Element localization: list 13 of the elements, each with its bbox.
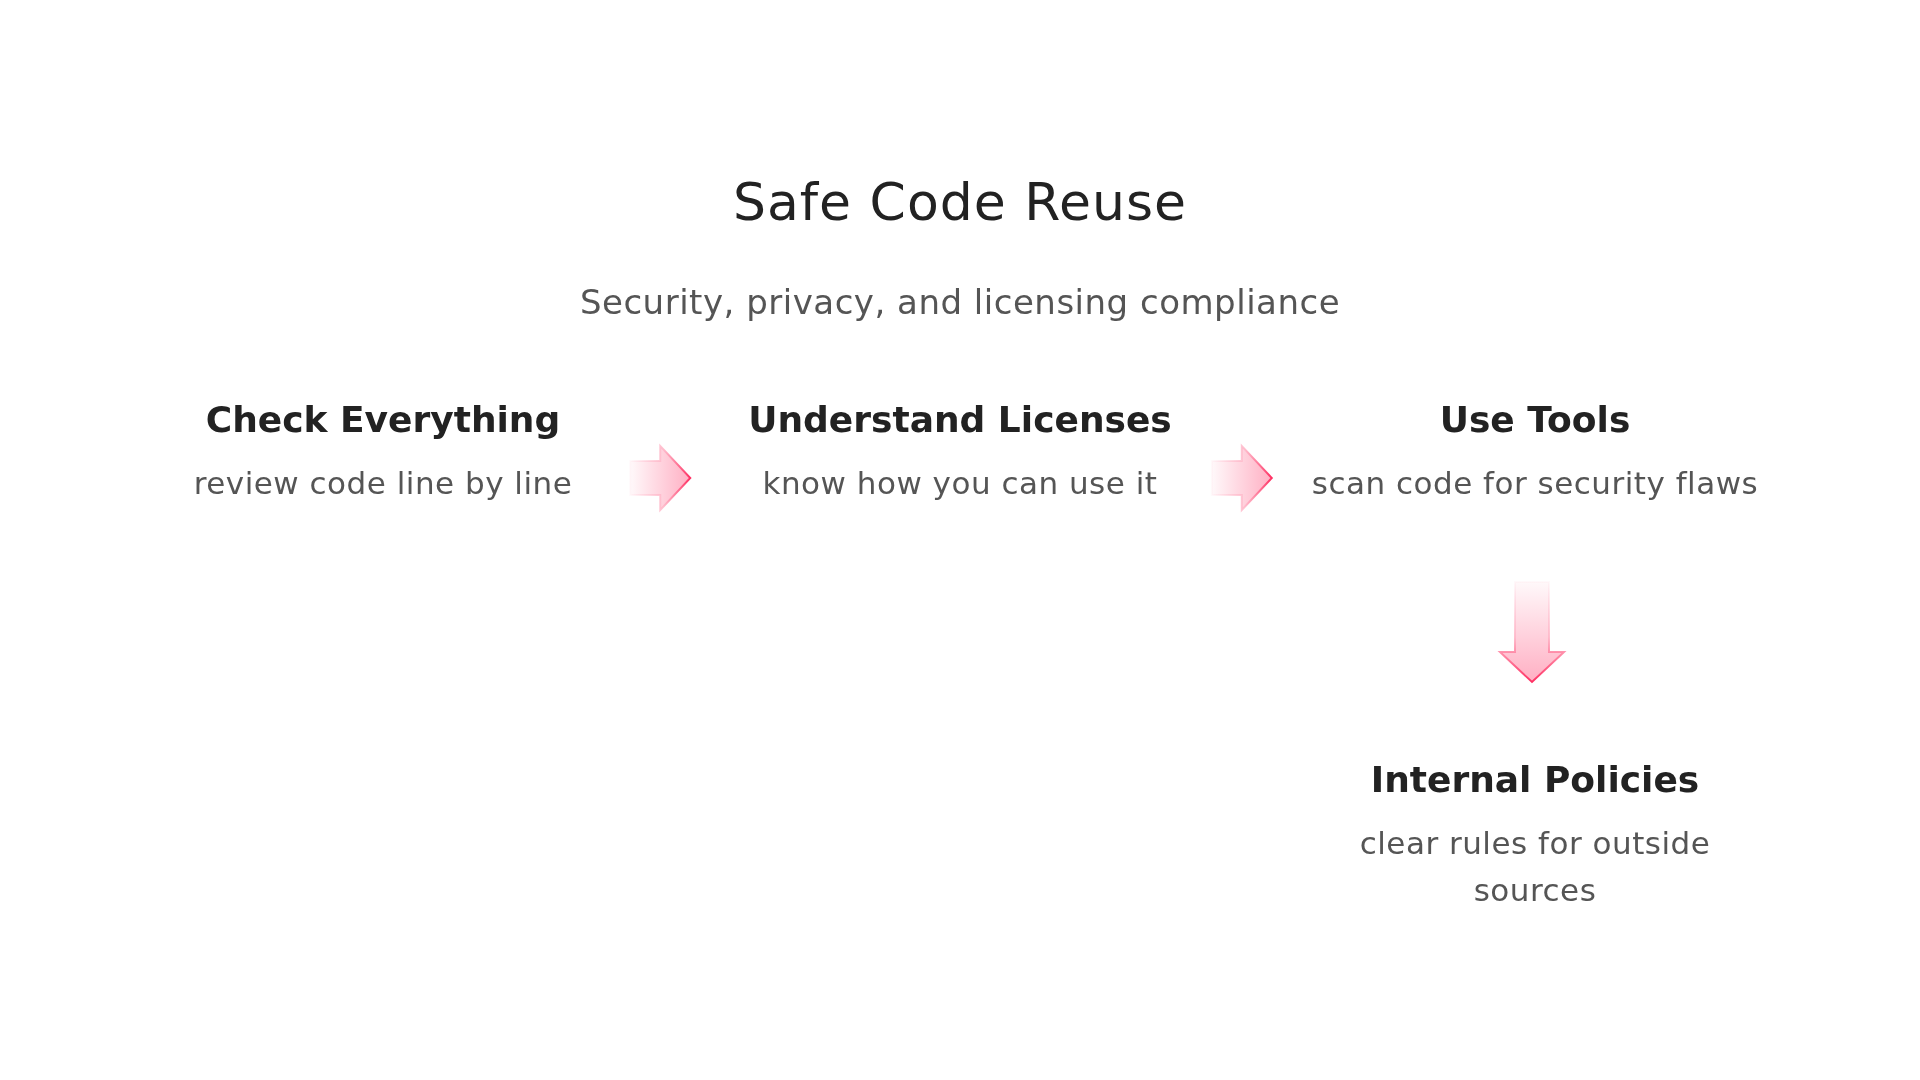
step-description: review code line by line [193,464,573,503]
subtitle: Security, privacy, and licensing compliance [579,281,1341,323]
arrow [1497,581,1567,684]
step-description: clear rules for outside sources [1358,824,1712,910]
step-description: scan code for security flaws [1311,464,1759,503]
step-title: Internal Policies [1370,758,1700,802]
arrow [629,443,692,513]
title: Safe Code Reuse [732,171,1188,233]
step-description: know how you can use it [762,464,1158,503]
step-title: Use Tools [1439,398,1631,442]
step-title: Understand Licenses [748,398,1172,442]
step-title: Check Everything [205,398,561,442]
arrow [1210,443,1274,513]
